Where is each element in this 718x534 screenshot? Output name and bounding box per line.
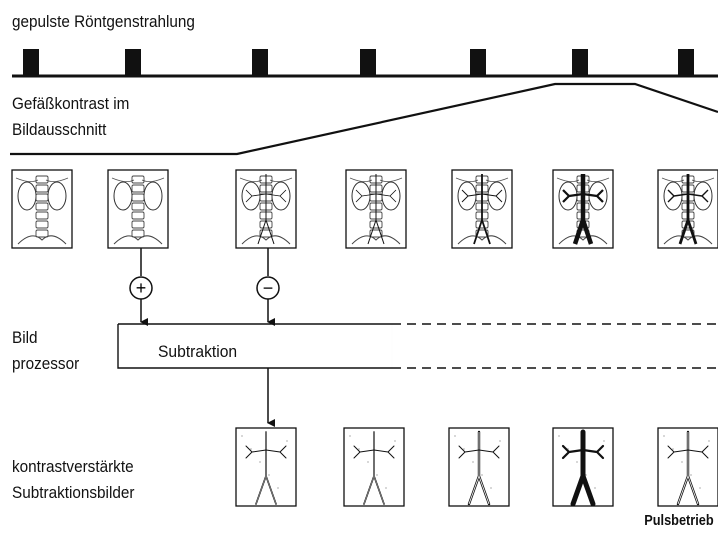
plus-operator: + <box>136 278 147 298</box>
xray-frame-5 <box>452 170 512 248</box>
xray-pulse-2 <box>125 49 141 77</box>
xray-pulse-3 <box>252 49 268 77</box>
xray-pulse-4 <box>360 49 376 77</box>
xray-pulse-1 <box>23 49 39 77</box>
subtraction-frame-3 <box>449 428 509 506</box>
subtraction-frame-row <box>236 428 718 506</box>
xray-frame-7 <box>658 170 718 248</box>
xray-pulse-6 <box>572 49 588 77</box>
xray-pulse-7 <box>678 49 694 77</box>
subtraction-label: Subtraktion <box>158 340 237 364</box>
xray-frame-2 <box>108 170 168 248</box>
xray-frame-1 <box>12 170 72 248</box>
minus-operator: − <box>263 278 274 298</box>
subtraction-frame-2 <box>344 428 404 506</box>
xray-pulses <box>23 49 694 77</box>
xray-frame-3 <box>236 170 296 248</box>
subtraction-frame-1 <box>236 428 296 506</box>
xray-frame-row <box>12 170 718 248</box>
subtraction-frame-4 <box>553 428 613 506</box>
subtraction-frame-5 <box>658 428 718 506</box>
xray-frame-6 <box>553 170 613 248</box>
contrast-curve <box>10 84 718 154</box>
xray-frame-4 <box>346 170 406 248</box>
xray-pulse-5 <box>470 49 486 77</box>
